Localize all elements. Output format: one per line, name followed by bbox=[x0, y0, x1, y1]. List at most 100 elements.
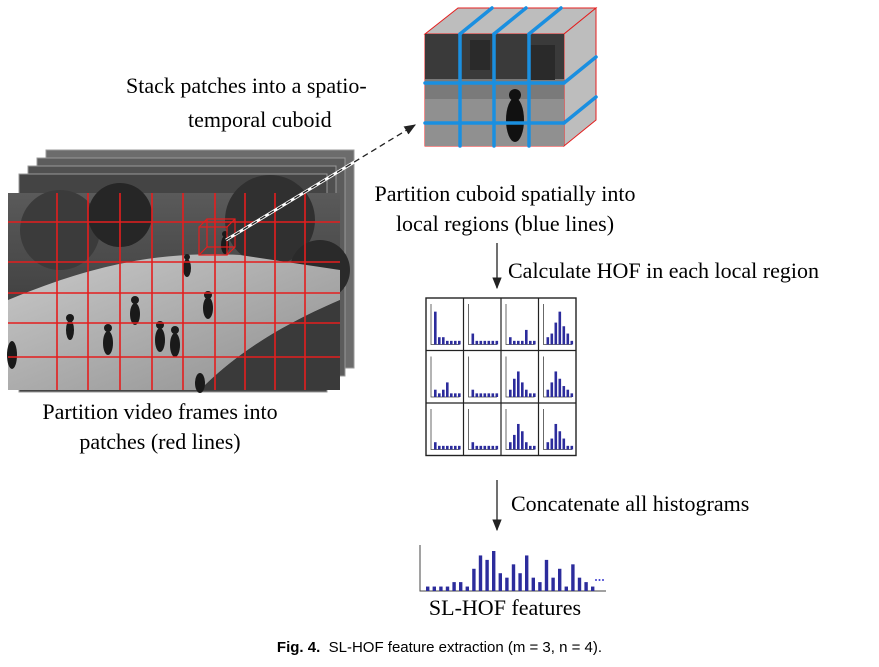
hof-bar bbox=[483, 445, 487, 450]
concatenated-histogram bbox=[419, 545, 606, 592]
partition-frames-label-line2: patches (red lines) bbox=[79, 429, 241, 454]
hof-bar bbox=[487, 445, 491, 450]
hof-bar bbox=[546, 389, 550, 397]
partition-frames-label-line1: Partition video frames into bbox=[42, 399, 278, 424]
concat-bar bbox=[485, 559, 489, 591]
hof-bar bbox=[529, 393, 532, 397]
hof-bar bbox=[458, 340, 461, 345]
hof-bar bbox=[521, 431, 524, 450]
concat-bar bbox=[498, 573, 502, 591]
hof-bar bbox=[525, 329, 528, 345]
hof-bar bbox=[562, 438, 566, 450]
hof-bar bbox=[570, 445, 574, 450]
concat-bar bbox=[492, 551, 496, 591]
hof-bar bbox=[442, 337, 445, 345]
hof-bar bbox=[487, 393, 491, 397]
partition-cuboid-label-line1: Partition cuboid spatially into bbox=[374, 181, 636, 206]
concat-ellipsis-dot bbox=[595, 579, 597, 581]
hof-bar bbox=[533, 445, 536, 450]
hof-bar bbox=[554, 371, 558, 397]
hof-bar bbox=[446, 340, 449, 345]
hof-bar bbox=[558, 378, 562, 397]
hof-bar bbox=[483, 393, 487, 397]
hof-bar bbox=[521, 340, 524, 345]
hof-bar bbox=[550, 333, 554, 345]
hof-bar bbox=[450, 445, 453, 450]
hof-bar bbox=[546, 337, 550, 345]
hof-bar bbox=[566, 333, 570, 345]
hof-bar bbox=[566, 445, 570, 450]
concat-bar bbox=[432, 586, 436, 591]
hof-bar bbox=[471, 389, 475, 397]
stack-arrow bbox=[225, 123, 416, 242]
concat-bar bbox=[591, 586, 595, 591]
hof-bar bbox=[495, 393, 499, 397]
hof-bar bbox=[475, 445, 479, 450]
hof-bar bbox=[495, 445, 499, 450]
hof-bar bbox=[525, 389, 528, 397]
hof-bar bbox=[558, 431, 562, 450]
hof-bar bbox=[458, 393, 461, 397]
concat-ellipsis-dot bbox=[598, 579, 601, 581]
hof-bar bbox=[513, 434, 516, 450]
hof-bar bbox=[550, 438, 554, 450]
hof-bar bbox=[479, 445, 483, 450]
hof-bar bbox=[517, 423, 520, 450]
concat-bar bbox=[584, 582, 588, 591]
hof-bar bbox=[487, 340, 491, 345]
hof-bar bbox=[570, 340, 574, 345]
concat-bar bbox=[571, 564, 575, 591]
hof-bar bbox=[454, 340, 457, 345]
concat-bar bbox=[525, 555, 529, 591]
concat-bar bbox=[426, 586, 430, 591]
hof-bar bbox=[529, 340, 532, 345]
concat-bar bbox=[439, 586, 443, 591]
hof-bar bbox=[450, 393, 453, 397]
hof-bar bbox=[558, 311, 562, 345]
hof-bar bbox=[471, 442, 475, 450]
hof-bar bbox=[434, 311, 437, 345]
hof-bar bbox=[491, 340, 495, 345]
hof-bar bbox=[454, 393, 457, 397]
concat-bar bbox=[505, 577, 509, 591]
hof-bar bbox=[517, 371, 520, 397]
spatio-temporal-cuboid bbox=[423, 6, 598, 148]
hof-bar bbox=[533, 340, 536, 345]
concat-bar bbox=[518, 573, 522, 591]
concat-bar bbox=[459, 582, 463, 591]
hof-bar bbox=[438, 393, 441, 397]
hof-bar bbox=[513, 378, 516, 397]
hof-bar bbox=[562, 386, 566, 397]
concat-bar bbox=[544, 559, 549, 591]
concat-bar bbox=[551, 577, 555, 591]
concat-ellipsis-dot bbox=[602, 579, 604, 581]
concat-bar bbox=[511, 564, 516, 591]
hof-bar bbox=[434, 389, 437, 397]
stack-label-line1: Stack patches into a spatio- bbox=[126, 73, 367, 98]
hof-bar bbox=[438, 445, 441, 450]
concat-bar bbox=[531, 577, 535, 591]
hof-bar bbox=[446, 445, 449, 450]
hof-bar bbox=[566, 389, 570, 397]
features-label: SL-HOF features bbox=[428, 595, 582, 620]
concat-axis bbox=[419, 545, 606, 592]
hof-bar bbox=[483, 340, 487, 345]
hof-bar bbox=[475, 340, 479, 345]
concat-bar bbox=[558, 568, 562, 591]
hof-bar bbox=[442, 389, 445, 397]
stack-label-line2: temporal cuboid bbox=[188, 107, 332, 132]
hof-bar bbox=[509, 389, 512, 397]
partition-cuboid-label-line2: local regions (blue lines) bbox=[395, 211, 615, 236]
hof-bar bbox=[495, 340, 499, 345]
hof-bar bbox=[546, 442, 550, 450]
concat-bar bbox=[445, 586, 450, 591]
concat-label: Concatenate all histograms bbox=[511, 491, 750, 516]
hof-bar bbox=[509, 337, 512, 345]
hof-bar bbox=[509, 442, 512, 450]
hof-histogram-grid bbox=[425, 297, 577, 457]
hof-bar bbox=[517, 340, 520, 345]
hof-bar bbox=[491, 393, 495, 397]
hof-bar bbox=[525, 442, 528, 450]
concat-bar bbox=[564, 586, 568, 591]
